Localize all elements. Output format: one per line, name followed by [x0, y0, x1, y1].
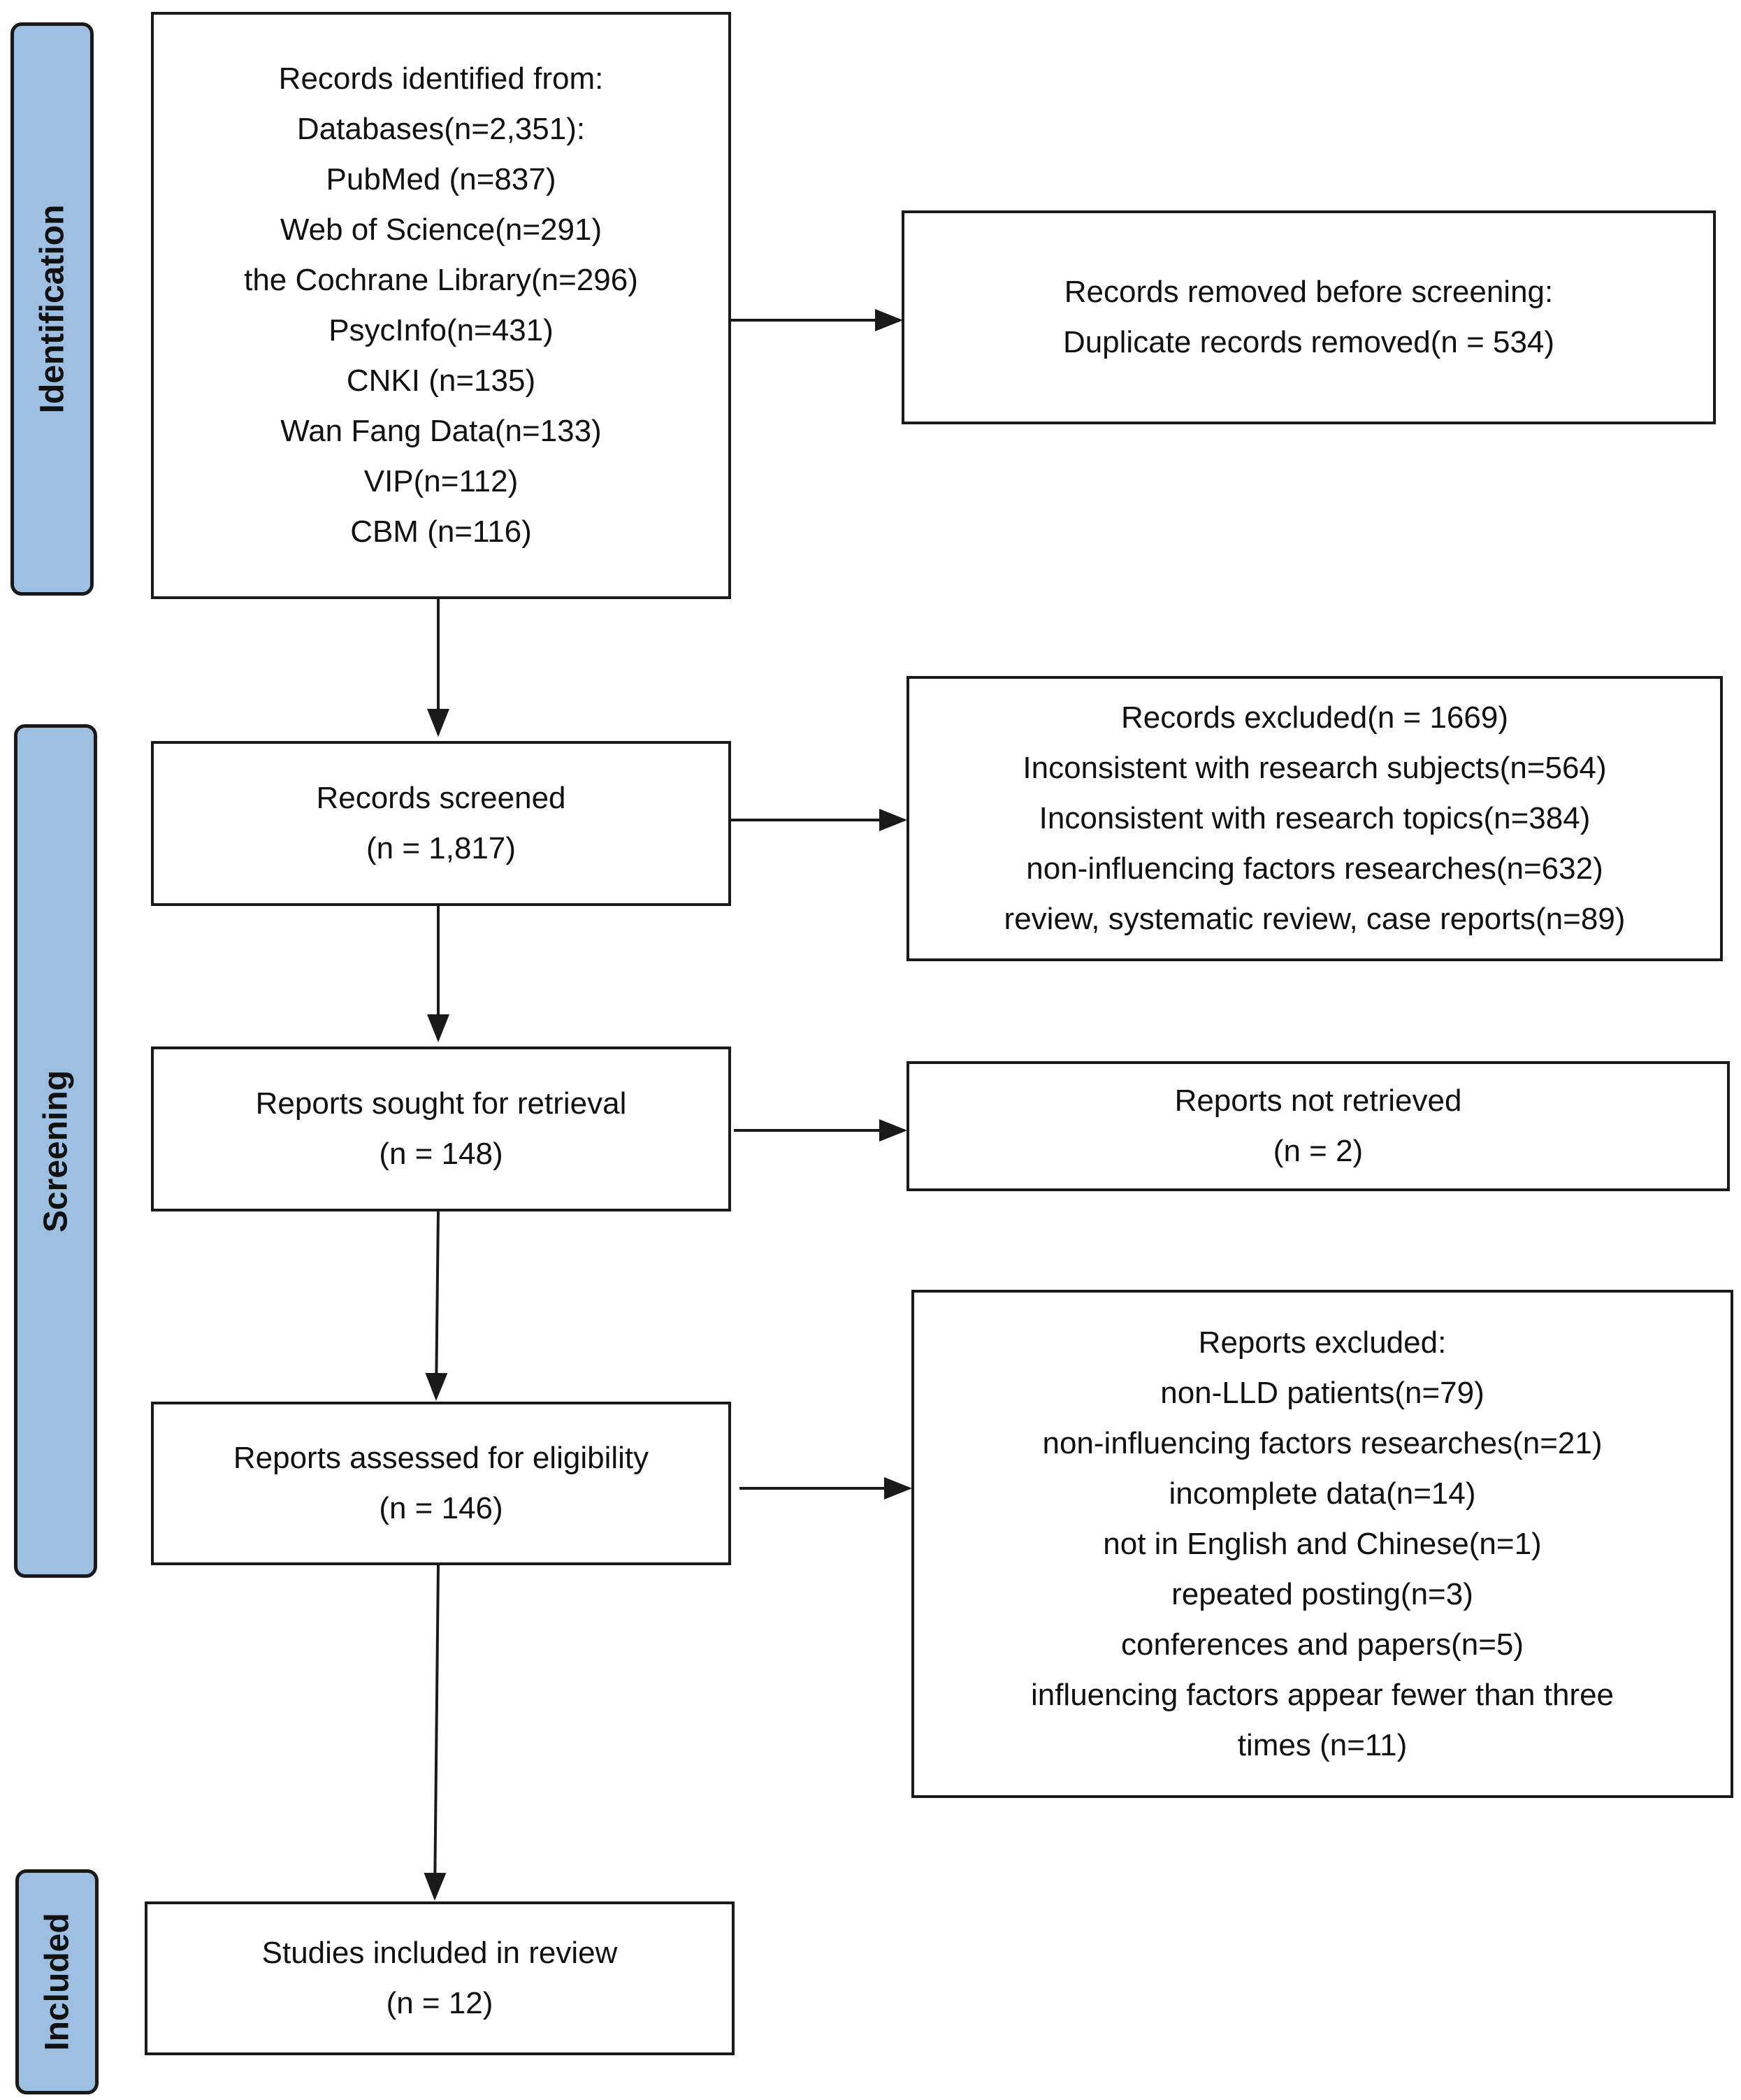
box-line: (n = 1,817)	[366, 831, 516, 865]
box-line: Records screened	[316, 781, 566, 815]
box-line: review, systematic review, case reports(…	[1004, 902, 1626, 936]
box-line: Records identified from:	[278, 62, 604, 96]
box-line: Reports sought for retrieval	[255, 1086, 627, 1121]
studies-included-box: Studies included in review (n = 12)	[145, 1901, 735, 2055]
box-line: (n = 146)	[379, 1491, 503, 1525]
reports-assessed-box: Reports assessed for eligibility (n = 14…	[151, 1402, 731, 1565]
phase-screening-label: Screening	[37, 1070, 74, 1232]
arrow-sought-to-assessed	[425, 1210, 448, 1401]
box-line: not in English and Chinese(n=1)	[1103, 1526, 1542, 1561]
box-line: (n = 12)	[386, 1986, 493, 2020]
box-line: conferences and papers(n=5)	[1120, 1627, 1524, 1662]
records-excluded-box: Records excluded(n = 1669) Inconsistent …	[906, 676, 1723, 961]
box-line: Wan Fang Data(n=133)	[280, 414, 602, 448]
reports-sought-box: Reports sought for retrieval (n = 148)	[151, 1047, 731, 1211]
box-line: the Cochrane Library(n=296)	[244, 263, 638, 297]
box-line: repeated posting(n=3)	[1171, 1576, 1473, 1611]
box-line: Records removed before screening:	[1064, 275, 1554, 309]
phase-identification-label: Identification	[34, 204, 71, 414]
box-line: CNKI (n=135)	[346, 364, 536, 398]
box-line: times (n=11)	[1237, 1727, 1408, 1762]
box-line: Records excluded(n = 1669)	[1121, 700, 1508, 735]
box-line: non-LLD patients(n=79)	[1160, 1375, 1484, 1410]
reports-not-retrieved-box: Reports not retrieved (n = 2)	[906, 1061, 1730, 1191]
box-line: Inconsistent with research topics(n=384)	[1039, 801, 1591, 835]
box-line: non-influencing factors researches(n=632…	[1026, 851, 1603, 886]
records-identified-box: Records identified from: Databases(n=2,3…	[151, 12, 731, 599]
arrow-assessed-to-included	[424, 1565, 447, 1901]
records-removed-box: Records removed before screening: Duplic…	[902, 210, 1716, 424]
box-line: (n = 2)	[1273, 1134, 1364, 1168]
box-line: (n = 148)	[379, 1137, 503, 1171]
box-line: PsycInfo(n=431)	[328, 313, 554, 347]
box-line: Duplicate records removed(n = 534)	[1062, 325, 1555, 359]
records-screened-box: Records screened (n = 1,817)	[151, 741, 731, 906]
box-line: Web of Science(n=291)	[280, 213, 602, 247]
box-line: non-influencing factors researches(n=21)	[1042, 1425, 1603, 1460]
box-line: PubMed (n=837)	[326, 162, 556, 196]
phase-identification: Identification	[10, 22, 94, 596]
box-line: influencing factors appear fewer than th…	[1030, 1677, 1614, 1712]
phase-included: Included	[15, 1869, 99, 2094]
box-line: Reports assessed for eligibility	[233, 1441, 649, 1475]
box-line: Reports excluded:	[1198, 1325, 1447, 1360]
box-line: incomplete data(n=14)	[1169, 1476, 1476, 1511]
box-line: Studies included in review	[261, 1936, 618, 1970]
phase-included-label: Included	[38, 1913, 75, 2051]
box-line: Reports not retrieved	[1174, 1084, 1462, 1118]
box-line: VIP(n=112)	[363, 464, 519, 498]
reports-excluded-box: Reports excluded: non-LLD patients(n=79)…	[911, 1290, 1733, 1798]
box-line: Databases(n=2,351):	[296, 112, 586, 146]
box-line: Inconsistent with research subjects(n=56…	[1023, 751, 1607, 785]
box-line: CBM (n=116)	[350, 515, 532, 549]
phase-screening: Screening	[14, 724, 97, 1578]
